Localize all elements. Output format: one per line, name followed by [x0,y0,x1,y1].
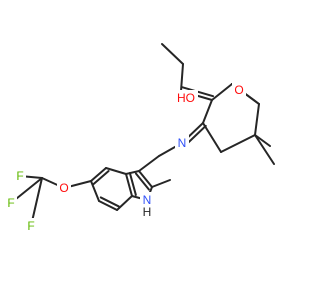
chemical-structure: HO O N O F F F N [5,43,275,234]
bond-benz-2 [90,167,107,182]
bond-ring-3 [254,103,260,136]
atom-fluorine-left: F [5,195,17,211]
bond-ring-6 [202,99,213,124]
atom-label-hydroxyl: HO [177,91,195,105]
bond-indole-c3-c2-double [134,172,150,191]
atom-label-fluorine-bottom: F [27,219,34,233]
atom-fluorine-bottom: F [25,218,37,234]
bond-benz-6-double [128,171,137,196]
bond-methyl-2 [254,134,275,165]
atom-label-fluorine-left: F [7,196,14,210]
atom-label-ether-oxygen: O [59,181,68,195]
atom-label-ketone-oxygen: O [234,83,243,97]
bond-benz-2-double [92,170,110,186]
atom-hydroxyl: HO [174,90,198,106]
bond-indole-methyl [151,179,171,188]
bond-acyl-2 [161,43,184,65]
bond-benz-4-double [99,196,120,208]
bond-ring-4 [220,134,256,153]
atom-label-indole-n: N [143,193,152,207]
bond-benz-4 [98,200,118,211]
atom-label-fluorine-top: F [16,169,23,183]
atom-fluorine-top: F [14,168,26,184]
atom-ketone-oxygen: O [232,82,246,98]
bond-ring-1 [211,83,233,101]
bond-benz-3 [90,180,100,202]
atom-indole-h: H [140,204,154,220]
bond-benz-5 [116,195,133,211]
bond-ring-5 [202,122,222,153]
atom-label-indole-h: H [143,205,152,219]
atom-imine-nitrogen: N [175,135,189,151]
bond-indole-c7a-c3a [125,173,133,197]
bond-indole-c3a-c3 [125,170,140,175]
bond-acyl-1 [180,63,184,92]
atom-label-layer: HO O N O F F F N [5,82,246,234]
bond-linker-2 [138,155,160,172]
bond-methyl-1 [254,134,271,147]
atom-ether-oxygen: O [57,180,71,196]
bond-benz-1 [105,167,127,175]
atom-label-imine-nitrogen: N [178,136,187,150]
bond-indole-c3-c2 [138,170,153,188]
